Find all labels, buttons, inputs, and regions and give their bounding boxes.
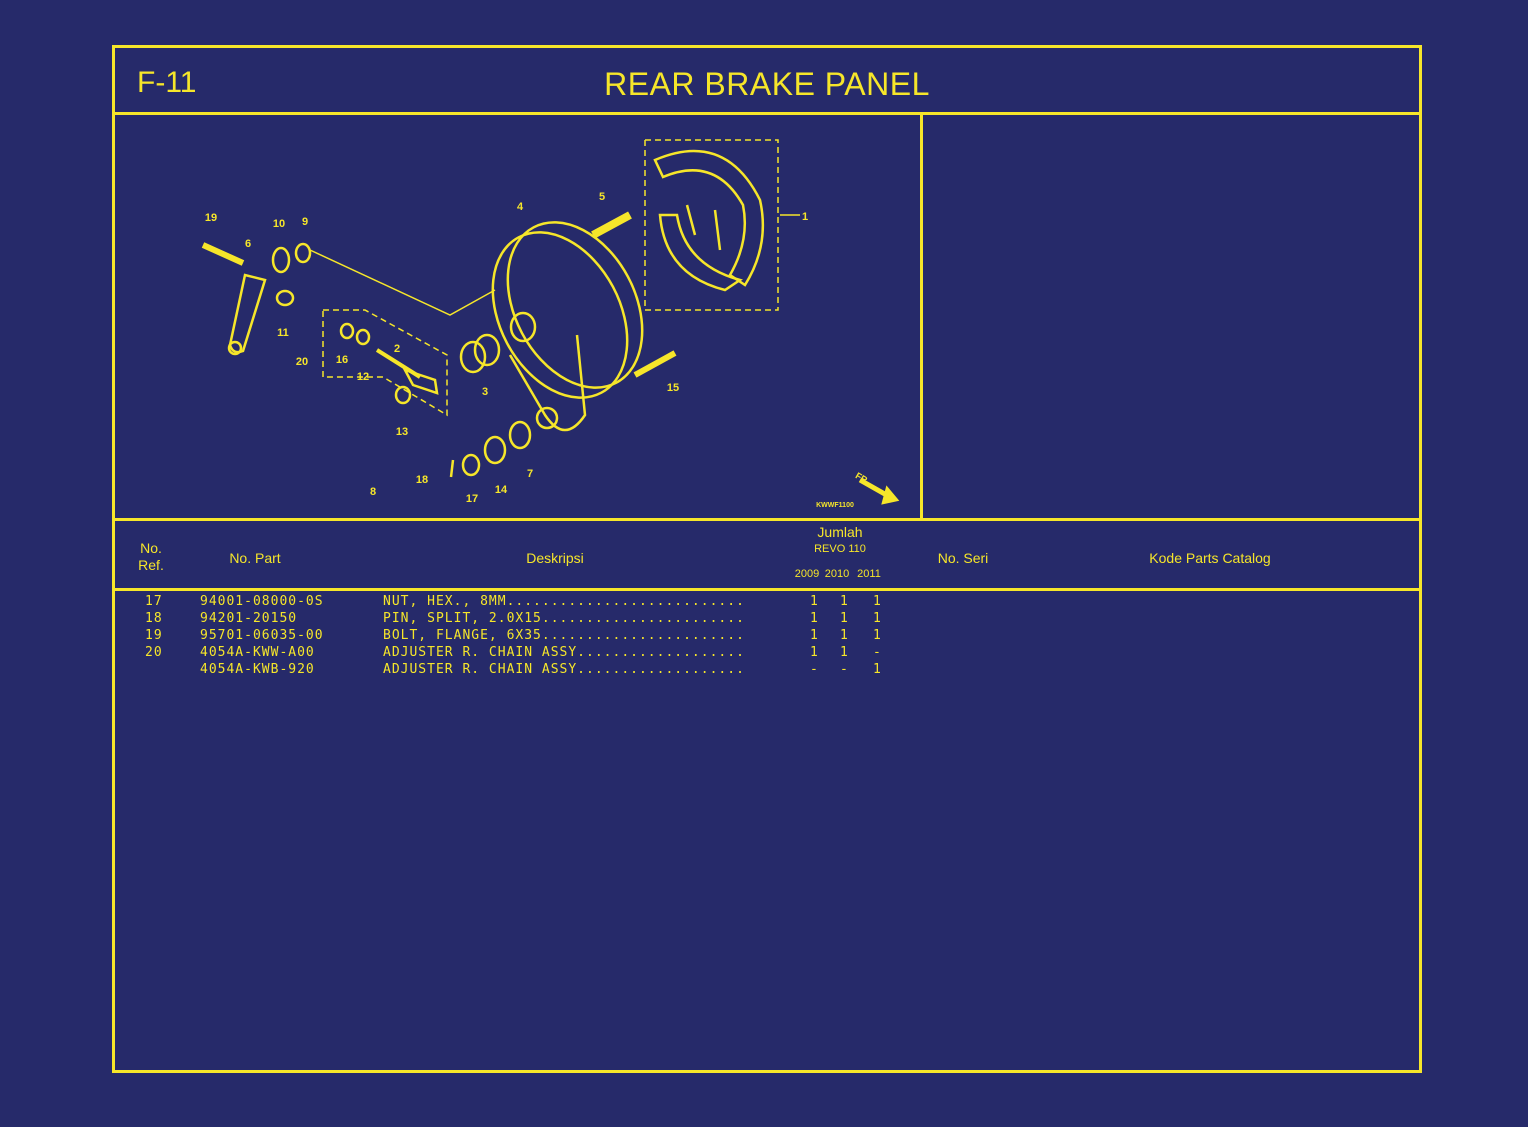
washer-14 [483, 435, 507, 465]
page-title: REAR BRAKE PANEL [604, 66, 930, 102]
row-qty-2011: 1 [873, 594, 882, 609]
panel-hub [509, 311, 537, 343]
callout-13: 13 [396, 426, 408, 438]
table-row: 4054A-KWB-920 ADJUSTER R. CHAIN ASSY....… [115, 662, 1419, 679]
callout-5: 5 [599, 191, 605, 203]
row-part-number: 4054A-KWW-A00 [200, 645, 315, 660]
row-part-number: 94201-20150 [200, 611, 298, 626]
brake-shoe-upper [653, 149, 765, 287]
table-row: 20 4054A-KWW-A00 ADJUSTER R. CHAIN ASSY.… [115, 645, 1419, 662]
exploded-diagram: 1 2 3 4 5 6 7 8 9 10 11 12 13 14 15 16 1… [115, 115, 923, 518]
callout-6: 6 [245, 238, 251, 250]
row-description: NUT, HEX., 8MM..........................… [383, 594, 745, 609]
row-description: ADJUSTER R. CHAIN ASSY..................… [383, 662, 745, 677]
callout-18: 18 [416, 474, 428, 486]
row-qty-2011: 1 [873, 611, 882, 626]
callout-8: 8 [370, 486, 376, 498]
callout-10: 10 [273, 218, 285, 230]
panel-arm [508, 334, 587, 432]
callout-15: 15 [667, 382, 679, 394]
callout-12: 12 [357, 371, 369, 383]
col-kode-parts: Kode Parts Catalog [1149, 550, 1271, 566]
brake-shoe-lower [658, 213, 743, 292]
row-qty-2009: - [810, 662, 819, 677]
diagram-code: KWWF1100 [816, 502, 854, 509]
collar-3 [459, 340, 487, 374]
table-row: 17 94001-08000-0S NUT, HEX., 8MM........… [115, 594, 1419, 611]
callout-9: 9 [302, 216, 308, 228]
col-deskripsi: Deskripsi [526, 550, 584, 566]
callout-16: 16 [336, 354, 348, 366]
row-qty-2010: - [840, 662, 849, 677]
table-row: 19 95701-06035-00 BOLT, FLANGE, 6X35....… [115, 628, 1419, 645]
callout-3: 3 [482, 386, 488, 398]
callout-19: 19 [205, 212, 217, 224]
row-qty-2009: 1 [810, 594, 819, 609]
callout-2: 2 [394, 343, 400, 355]
row-qty-2011: 1 [873, 628, 882, 643]
brake-panel [491, 231, 629, 399]
col-model: REVO 110 [814, 543, 866, 555]
callout-1: 1 [802, 211, 808, 223]
row-qty-2010: 1 [840, 645, 849, 660]
callout-7: 7 [527, 468, 533, 480]
bolt-15 [633, 350, 677, 378]
row-qty-2009: 1 [810, 628, 819, 643]
adjuster-group-box [322, 309, 448, 417]
shoe-spring-1 [685, 204, 697, 236]
washer-7 [508, 420, 532, 450]
row-qty-2010: 1 [840, 594, 849, 609]
row-description: BOLT, FLANGE, 6X35......................… [383, 628, 745, 643]
row-qty-2009: 1 [810, 645, 819, 660]
nut-17 [461, 453, 481, 477]
washer-10 [271, 246, 291, 274]
bolt-5 [591, 211, 632, 239]
row-qty-2011: 1 [873, 662, 882, 677]
row-ref: 18 [145, 611, 163, 626]
nut-9 [294, 242, 312, 264]
pin-18 [449, 459, 455, 478]
row-part-number: 4054A-KWB-920 [200, 662, 315, 677]
callout-17: 17 [466, 493, 478, 505]
col-no-seri: No. Seri [937, 550, 989, 566]
col-year-2011: 2011 [857, 568, 881, 580]
stopper-arm [228, 273, 267, 354]
shoe-group-box [644, 139, 779, 311]
row-description: ADJUSTER R. CHAIN ASSY..................… [383, 645, 745, 660]
col-year-2009: 2009 [794, 568, 820, 580]
shoe-spring-2 [713, 209, 722, 251]
title-bar: F-11 REAR BRAKE PANEL [115, 48, 1419, 115]
callout-20: 20 [296, 356, 308, 368]
adjuster-nut-13 [394, 385, 412, 405]
col-year-2010: 2010 [824, 568, 850, 580]
callout-11: 11 [277, 327, 289, 339]
col-jumlah: Jumlah [817, 524, 863, 540]
bolt-19 [201, 242, 245, 266]
row-part-number: 94001-08000-0S [200, 594, 324, 609]
series-info-box [923, 115, 1419, 518]
callout-14: 14 [495, 484, 508, 496]
callout-4: 4 [517, 201, 524, 213]
row-qty-2010: 1 [840, 628, 849, 643]
col-no-part: No. Part [229, 550, 281, 566]
table-header: No. Ref. No. Part Deskripsi Jumlah REVO … [115, 518, 1419, 591]
row-ref: 20 [145, 645, 163, 660]
cap-11 [275, 289, 295, 307]
table-row: 18 94201-20150 PIN, SPLIT, 2.0X15.......… [115, 611, 1419, 628]
row-qty-2010: 1 [840, 611, 849, 626]
rear-brake-panel-drawing: 1 2 3 4 5 6 7 8 9 10 11 12 13 14 15 16 1… [201, 139, 900, 509]
row-ref: 17 [145, 594, 163, 609]
row-qty-2011: - [873, 645, 882, 660]
col-no-ref: No. Ref. [138, 540, 164, 573]
row-part-number: 95701-06035-00 [200, 628, 324, 643]
page-code: F-11 [137, 66, 197, 99]
adjuster-plate [402, 367, 439, 395]
catalog-frame: F-11 REAR BRAKE PANEL [112, 45, 1422, 1073]
row-qty-2009: 1 [810, 611, 819, 626]
row-ref: 19 [145, 628, 163, 643]
row-description: PIN, SPLIT, 2.0X15......................… [383, 611, 745, 626]
